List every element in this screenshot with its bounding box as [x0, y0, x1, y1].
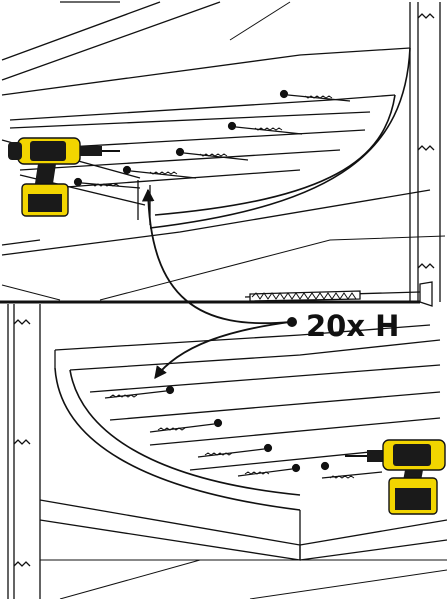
- cordless-drill-icon: [8, 137, 120, 217]
- quantity-label: 20x: [306, 309, 366, 343]
- part-callout: 20x H: [306, 308, 399, 344]
- screw-icon: [73, 177, 141, 189]
- curved-arrow-icon: [141, 188, 291, 325]
- screw-icon: [237, 463, 301, 477]
- top-screws: [73, 89, 351, 189]
- bottom-screws: [104, 385, 383, 479]
- bottom-step-panel: [7, 304, 447, 599]
- screw-icon: [149, 418, 223, 433]
- screw-icon: [197, 443, 273, 458]
- screw-icon: [104, 385, 175, 399]
- screw-icon: [227, 121, 303, 135]
- callout-dot: [287, 317, 297, 327]
- part-letter: H: [375, 309, 400, 343]
- cordless-drill-icon: [345, 439, 446, 515]
- screw-icon: [122, 165, 197, 179]
- curved-arrow-icon: [154, 321, 291, 380]
- screw-icon: [279, 89, 351, 102]
- screw-icon: [320, 461, 383, 479]
- screw-icon: [244, 281, 433, 307]
- screw-icon: [175, 147, 249, 161]
